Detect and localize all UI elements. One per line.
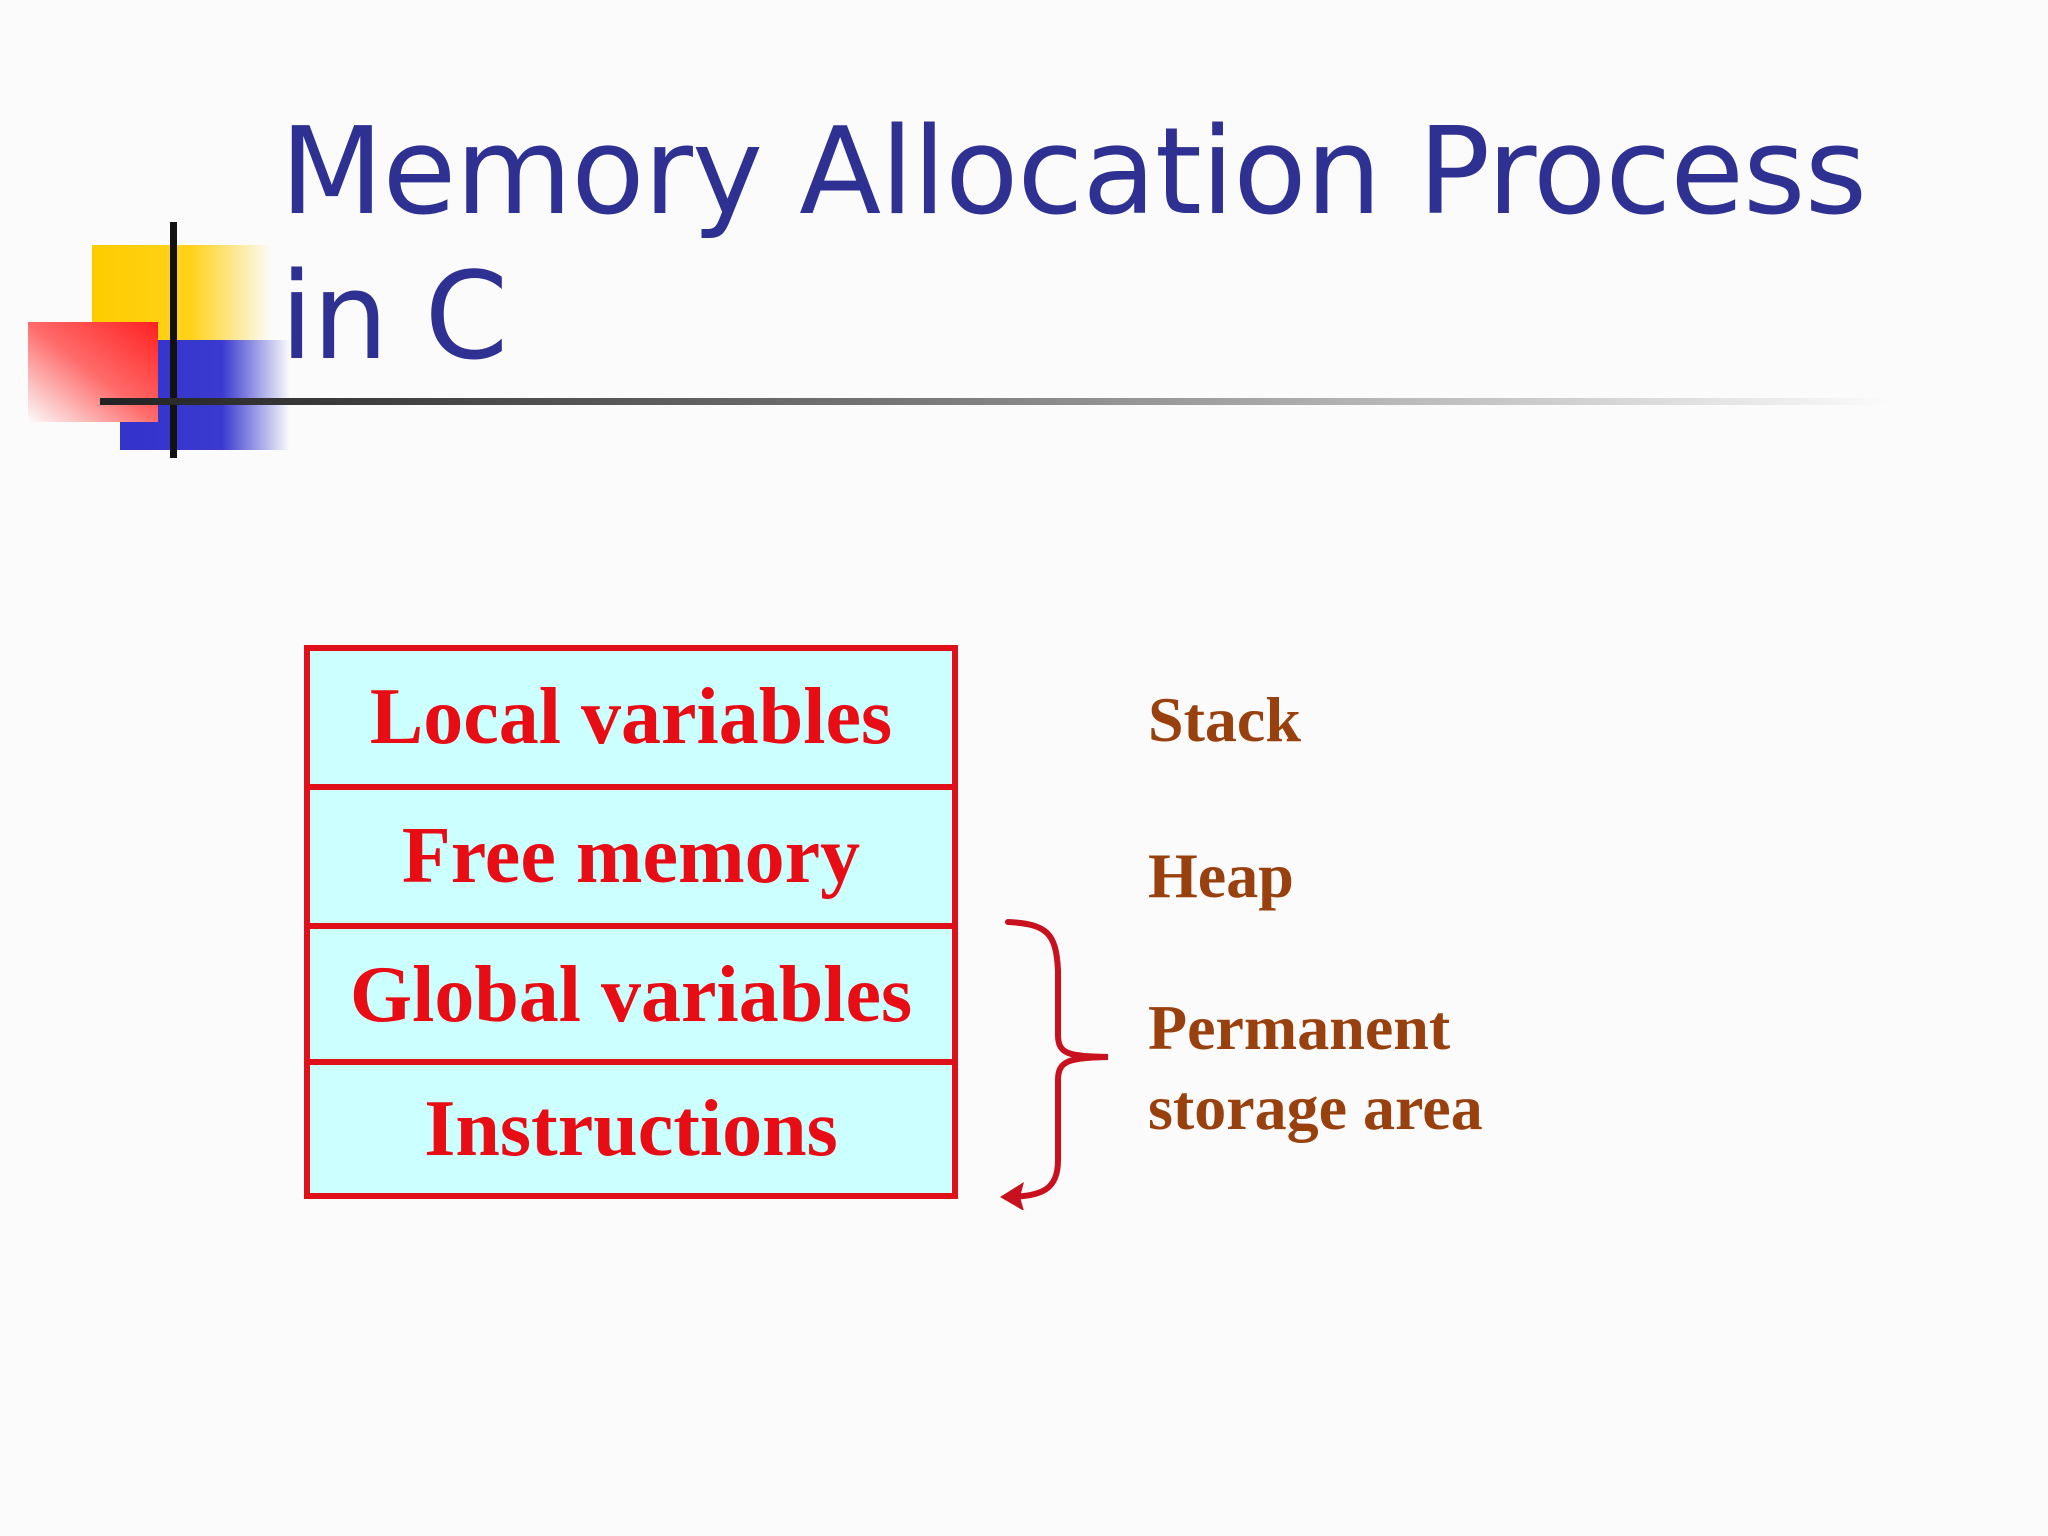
label-heap: Heap xyxy=(1148,840,1294,911)
label-permanent: Permanent xyxy=(1148,992,1451,1063)
segment-local-variables: Local variables xyxy=(310,651,952,784)
segment-free-memory: Free memory xyxy=(310,790,952,923)
corner-decoration xyxy=(28,222,1890,458)
segment-divider xyxy=(310,923,952,929)
memory-layout-table: Local variables Free memory Global varia… xyxy=(304,645,958,1199)
segment-divider xyxy=(310,784,952,790)
label-stack: Stack xyxy=(1148,684,1301,755)
segment-instructions: Instructions xyxy=(310,1065,952,1193)
segment-global-variables: Global variables xyxy=(310,929,952,1062)
label-storage-area: storage area xyxy=(1148,1072,1483,1143)
red-square xyxy=(28,322,158,422)
horizontal-rule xyxy=(100,398,1890,405)
slide-title: Memory Allocation Process in C xyxy=(280,103,1867,387)
curly-brace-arrow xyxy=(1000,919,1109,1210)
vertical-rule xyxy=(170,222,177,458)
segment-divider xyxy=(310,1059,952,1065)
